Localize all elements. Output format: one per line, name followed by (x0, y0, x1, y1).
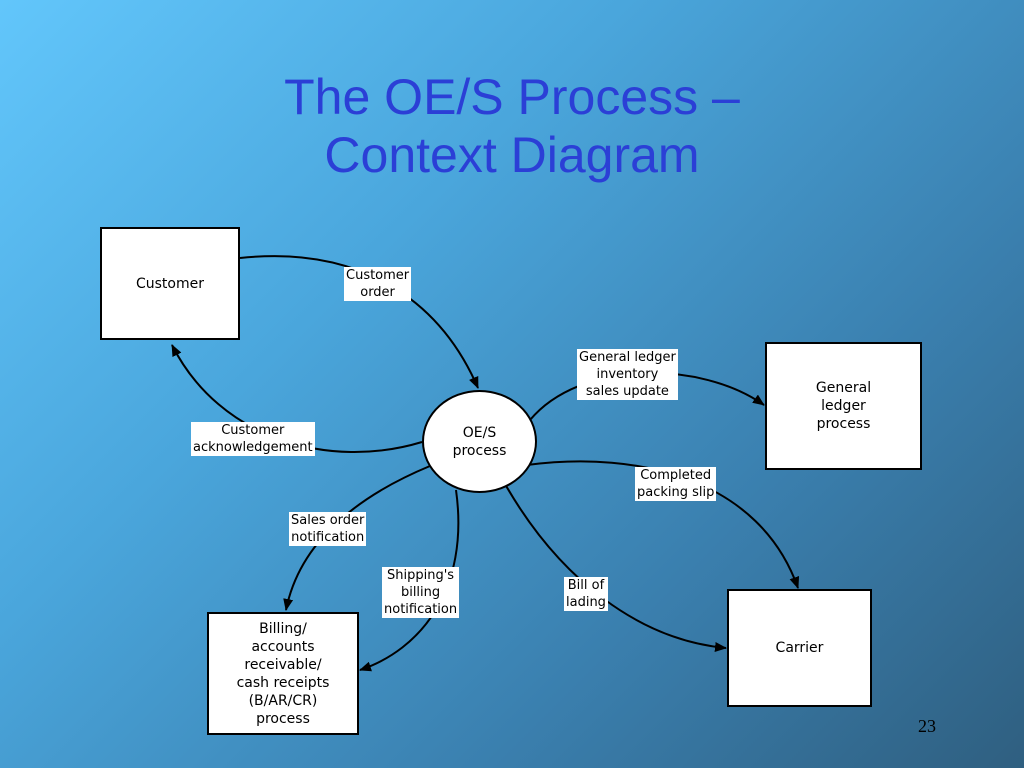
flow-customer-order-line2: order (360, 285, 395, 300)
flow-bill-of-lading-line2: lading (566, 595, 606, 610)
flow-bill-of-lading-line1: Bill of (567, 578, 605, 593)
flow-gl-update-line2: inventory (596, 367, 659, 382)
flow-gl-update-line1: General ledger (579, 350, 676, 365)
billing-label-line1: Billing/ (259, 620, 307, 637)
flow-label-shipping-billing: Shipping's billing notification (382, 567, 460, 618)
flow-label-sales-order: Sales order notification (289, 512, 367, 546)
flow-shipping-billing-line3: notification (384, 602, 458, 617)
billing-label-line5: (B/AR/CR) (248, 692, 318, 709)
gl-label-line1: General (815, 380, 872, 396)
arrow-bill-of-lading (504, 483, 727, 652)
flow-gl-update-line3: sales update (585, 384, 669, 399)
gl-label-line3: process (816, 416, 871, 432)
billing-label-line2: accounts (251, 638, 315, 655)
entity-general-ledger: General ledger process (765, 342, 922, 470)
flow-sales-order-line2: notification (291, 530, 365, 545)
flow-packing-slip-line1: Completed (640, 468, 712, 483)
entity-customer-label: Customer (135, 275, 204, 292)
title-line-1: The OE/S Process – (284, 69, 740, 125)
entity-customer: Customer (100, 227, 240, 340)
flow-customer-order-line1: Customer (346, 268, 410, 283)
flow-label-gl-update: General ledger inventory sales update (577, 349, 678, 400)
page-number: 23 (918, 716, 936, 736)
flow-customer-ack-line2: acknowledgement (193, 440, 313, 455)
flow-sales-order-line1: Sales order (291, 513, 365, 528)
flow-label-packing-slip: Completed packing slip (635, 467, 717, 501)
gl-label-line2: ledger (821, 398, 866, 414)
central-process-oes: OE/S process (422, 390, 537, 493)
flow-label-customer-order: Customer order (344, 267, 412, 301)
process-label-line1: OE/S (462, 424, 497, 441)
slide-title: The OE/S Process – Context Diagram (0, 68, 1024, 184)
billing-label-line3: receivable/ (244, 656, 322, 673)
title-line-2: Context Diagram (324, 127, 700, 183)
billing-label-line4: cash receipts (236, 674, 330, 691)
flow-label-bill-of-lading: Bill of lading (564, 577, 608, 611)
flow-packing-slip-line2: packing slip (637, 485, 715, 500)
billing-label-line6: process (256, 710, 310, 727)
flow-shipping-billing-line2: billing (400, 585, 441, 600)
flow-shipping-billing-line1: Shipping's (387, 568, 455, 583)
entity-billing: Billing/ accounts receivable/ cash recei… (207, 612, 359, 735)
flow-label-customer-ack: Customer acknowledgement (191, 422, 315, 456)
entity-carrier: Carrier (727, 589, 872, 707)
flow-customer-ack-line1: Customer (221, 423, 285, 438)
process-label-line2: process (452, 442, 507, 459)
entity-carrier-label: Carrier (775, 640, 824, 656)
